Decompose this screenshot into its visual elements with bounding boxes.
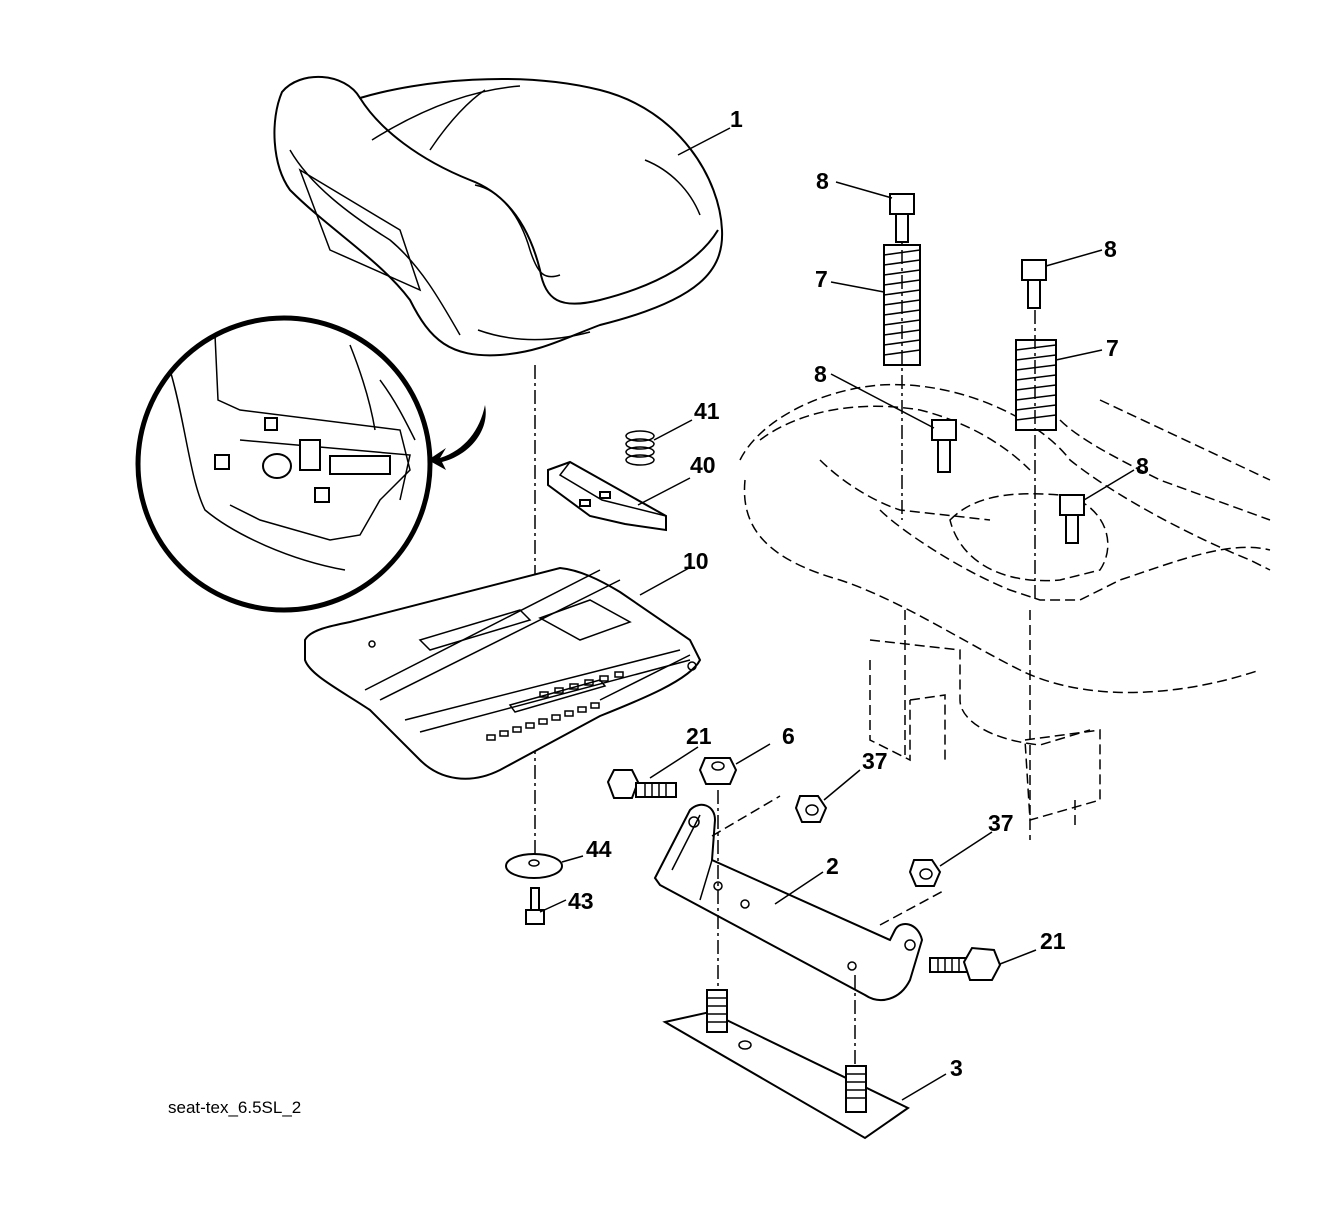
callout-43: 43 [568, 888, 594, 914]
bolt-8-c [931, 419, 957, 473]
nut-6 [698, 757, 738, 785]
seat-pan-slots [486, 671, 624, 741]
callout-2: 2 [826, 853, 839, 879]
detail-magnifier [135, 315, 486, 613]
callout-8: 8 [1136, 453, 1149, 479]
bracket-2 [653, 803, 924, 1001]
callout-8: 8 [816, 168, 829, 194]
assembly-lines [711, 790, 946, 1065]
seat-pan-10 [304, 566, 702, 780]
bolt-8-a [889, 193, 915, 243]
diagram-caption: seat-tex_6.5SL_2 [168, 1098, 302, 1117]
nut-37-lower [908, 859, 942, 887]
callout-40: 40 [690, 452, 716, 478]
bolt-21-left [606, 769, 677, 799]
callout-8: 8 [814, 361, 827, 387]
callout-3: 3 [950, 1055, 963, 1081]
callout-21: 21 [686, 723, 712, 749]
callout-10: 10 [683, 548, 709, 574]
callout-44: 44 [586, 836, 612, 862]
callout-37: 37 [988, 810, 1014, 836]
washer-44 [505, 853, 563, 879]
bolt-21-right [929, 946, 1002, 981]
seat-part [273, 75, 724, 357]
slide-plate-40 [547, 460, 667, 532]
callout-37: 37 [862, 748, 888, 774]
callout-41: 41 [694, 398, 720, 424]
bolt-8-d [1059, 494, 1085, 544]
chassis-outline [739, 383, 1271, 840]
nut-37-upper [794, 795, 828, 823]
leader-lines [539, 127, 1135, 1101]
spring-41 [625, 430, 655, 466]
spring-7-right [1015, 339, 1057, 431]
bolt-43 [525, 887, 545, 925]
callout-1: 1 [730, 106, 743, 132]
callout-7: 7 [1106, 335, 1119, 361]
callout-6: 6 [782, 723, 795, 749]
bolt-8-b [1021, 259, 1047, 309]
stud-plate-3 [662, 989, 910, 1140]
callout-21: 21 [1040, 928, 1066, 954]
callout-7: 7 [815, 266, 828, 292]
callout-8: 8 [1104, 236, 1117, 262]
